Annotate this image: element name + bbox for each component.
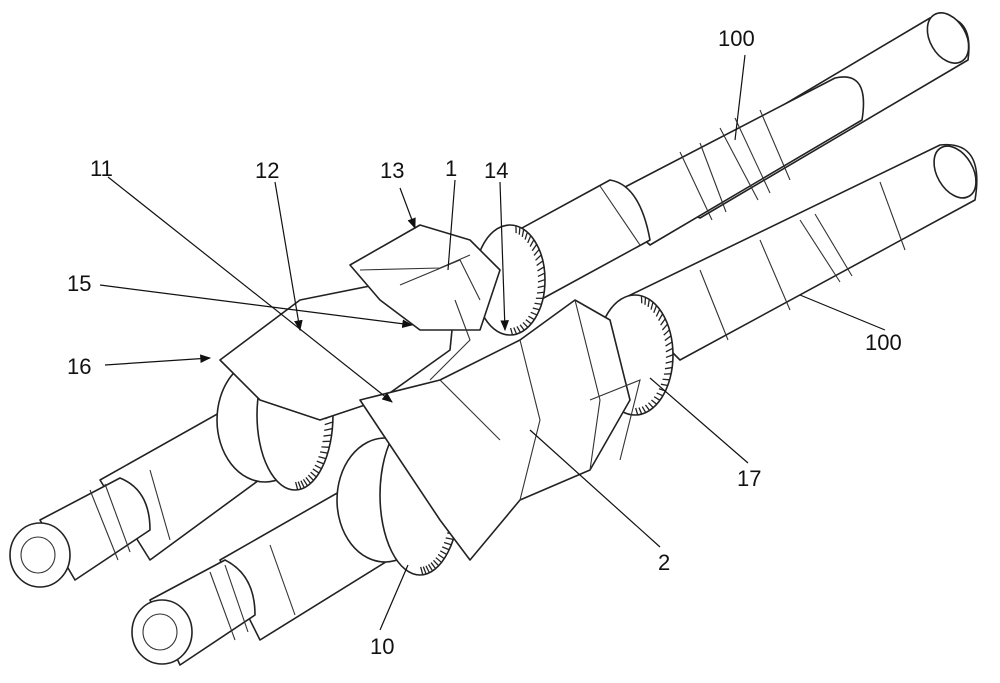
gear-tooth	[522, 322, 529, 328]
gear-tooth	[518, 227, 521, 235]
rotor-lobes	[219, 224, 641, 561]
gear-tooth	[662, 378, 670, 381]
label-17: 17	[737, 466, 762, 491]
gear-tooth	[665, 354, 674, 359]
gear-tooth	[651, 399, 658, 405]
gear-tooth	[537, 278, 546, 283]
gear-tooth	[665, 347, 674, 353]
label-100-top: 100	[718, 26, 755, 51]
gear-tooth	[648, 402, 654, 409]
gear-tooth	[323, 434, 332, 437]
gear-tooth	[653, 396, 661, 401]
gear-tooth	[638, 407, 643, 415]
label-16: 16	[67, 354, 92, 379]
gear-tooth	[535, 254, 542, 261]
gear-tooth	[533, 249, 540, 256]
gear-tooth	[516, 326, 522, 333]
gear-tooth	[316, 460, 325, 465]
gear-tooth	[302, 478, 309, 487]
gear-tooth	[661, 323, 669, 331]
gear-tooth	[509, 327, 514, 336]
label-1: 1	[445, 156, 458, 181]
gear-tooth	[665, 341, 673, 347]
gear-tooth	[314, 464, 322, 470]
gear-tooth	[528, 315, 535, 321]
gear-tooth	[427, 564, 434, 572]
gear-tooth	[521, 229, 525, 237]
label-14: 14	[484, 158, 509, 183]
label-11: 11	[90, 156, 113, 181]
gear-tooth	[532, 307, 540, 311]
gear-tooth	[665, 360, 673, 364]
label-15: 15	[67, 271, 92, 296]
gear-tooth	[529, 239, 535, 247]
gear-tooth	[318, 456, 327, 460]
gear-tooth	[635, 407, 639, 416]
gear-tooth	[422, 566, 427, 575]
gear-tooth	[513, 327, 518, 335]
gear-tooth	[294, 481, 299, 490]
gear-tooth	[420, 566, 424, 575]
gear-tooth	[300, 480, 305, 489]
label-2: 2	[658, 550, 671, 575]
gear-tooth	[324, 427, 333, 432]
gear-tooth	[655, 309, 661, 317]
gear-tooth	[297, 481, 302, 490]
gear-tooth	[650, 301, 654, 310]
gear-tooth	[441, 546, 450, 551]
label-100-right: 100	[865, 330, 902, 355]
gear-tooth	[425, 565, 430, 574]
gear-tooth	[664, 366, 673, 370]
gear-tooth	[443, 541, 452, 546]
gear-tooth	[430, 562, 437, 570]
gear-tooth	[310, 471, 317, 478]
label-13: 13	[380, 158, 405, 183]
gear-tooth	[644, 404, 651, 411]
gear-tooth	[435, 557, 442, 563]
label-10: 10	[370, 634, 395, 659]
gear-tooth	[660, 383, 668, 387]
gear-tooth	[653, 305, 658, 314]
gear-tooth	[525, 319, 532, 325]
gear-tooth	[519, 324, 525, 331]
gear-tooth	[641, 406, 647, 413]
gear-tooth	[445, 537, 454, 541]
gear-tooth	[324, 421, 334, 426]
label-12: 12	[255, 158, 280, 183]
gear-tooth	[530, 311, 538, 316]
gear-tooth	[537, 272, 546, 278]
gear-ring-upper-right	[474, 224, 546, 336]
gear-tooth	[305, 477, 312, 484]
gear-tooth	[663, 329, 670, 336]
gear-tooth	[656, 392, 664, 397]
gear-tooth	[647, 299, 650, 308]
gear-tooth	[433, 559, 440, 567]
gear-tooth	[537, 266, 545, 272]
gear-tooth	[437, 553, 445, 560]
gear-tooth	[531, 244, 538, 252]
gear-tooth	[319, 451, 328, 454]
gear-tooth	[527, 235, 532, 244]
leader-lines	[99, 54, 886, 631]
gear-tooth	[439, 550, 448, 555]
gear-tooth	[664, 335, 672, 342]
gear-tooth	[312, 468, 320, 474]
gear-tooth	[660, 318, 666, 326]
gear-tooth	[536, 260, 544, 267]
gear-tooth	[534, 302, 542, 305]
lower-shaft-right	[619, 143, 978, 361]
gear-tooth	[524, 232, 528, 240]
gear-tooth	[658, 313, 664, 321]
gear-tooth	[537, 285, 545, 289]
gear-tooth	[536, 291, 545, 294]
gear-tooth	[307, 474, 315, 481]
